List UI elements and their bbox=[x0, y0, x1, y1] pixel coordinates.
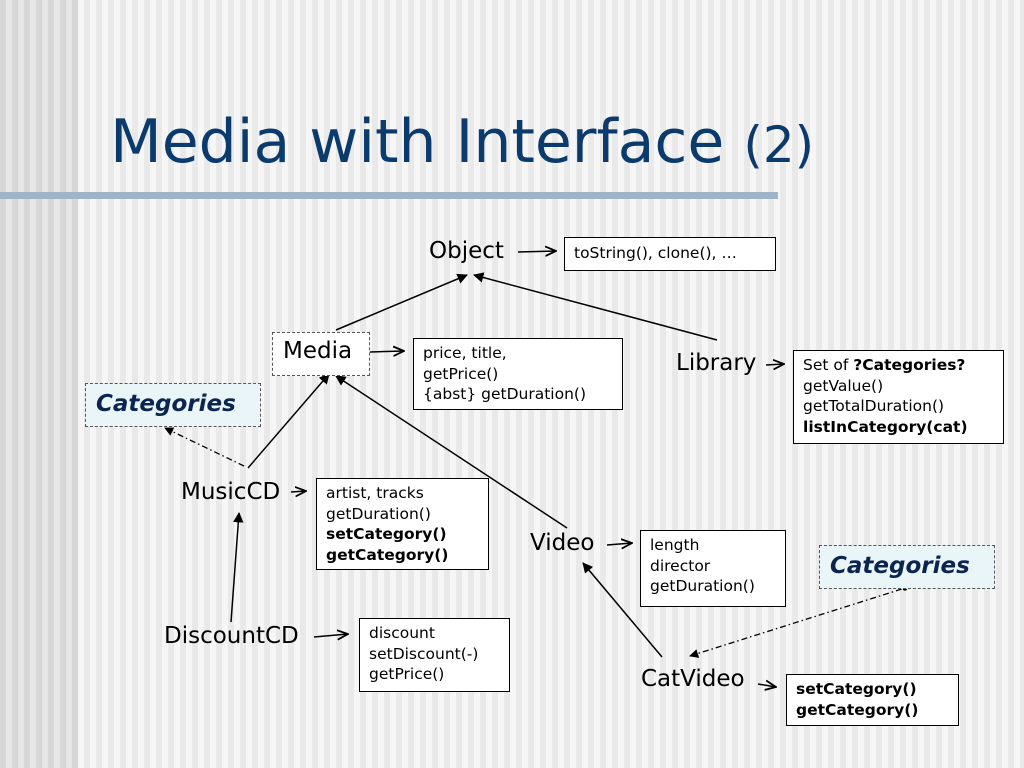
background-stripe bbox=[0, 0, 78, 768]
member-arrow-musiccd bbox=[290, 491, 306, 492]
node-categories-interface-right: Categories bbox=[819, 545, 995, 589]
member-line: length bbox=[650, 536, 700, 554]
members-box-discountcd: discount setDiscount(-) getPrice() bbox=[359, 618, 510, 692]
edge-library-object bbox=[472, 272, 718, 341]
title-rule bbox=[0, 192, 778, 199]
member-line: getCategory() bbox=[796, 700, 919, 719]
member-line: setCategory() bbox=[326, 525, 447, 543]
title-main: Media with Interface bbox=[110, 107, 725, 177]
categories-right-label: Categories bbox=[830, 553, 970, 579]
member-line: listInCategory(cat) bbox=[803, 417, 968, 436]
node-object: Object bbox=[429, 238, 504, 264]
members-box-musiccd: artist, tracks getDuration() setCategory… bbox=[316, 478, 489, 570]
node-media-label: Media bbox=[283, 338, 353, 364]
member-arrow-object bbox=[517, 251, 556, 252]
edge-discountcd-musiccd bbox=[230, 511, 244, 623]
title-sub: (2) bbox=[743, 116, 815, 174]
edge-musiccd-categories bbox=[164, 427, 245, 467]
member-line: getDuration() bbox=[650, 577, 755, 595]
member-line: getValue() bbox=[803, 376, 884, 395]
edge-catvideo-categories bbox=[689, 585, 908, 658]
members-box-object: toString(), clone(), … bbox=[564, 237, 776, 271]
edge-media-object bbox=[335, 273, 468, 331]
member-line: getPrice() bbox=[369, 665, 445, 683]
member-line: setDiscount(-) bbox=[369, 644, 479, 663]
node-discountcd: DiscountCD bbox=[164, 623, 299, 649]
members-box-video: length director getDuration() bbox=[640, 530, 786, 607]
node-musiccd: MusicCD bbox=[181, 479, 281, 505]
member-line: {abst} getDuration() bbox=[423, 385, 587, 403]
members-box-catvideo: setCategory() getCategory() bbox=[786, 674, 959, 726]
member-line: artist, tracks bbox=[326, 484, 424, 502]
node-library: Library bbox=[676, 350, 757, 376]
member-line: Set of ?Categories? bbox=[803, 355, 994, 376]
member-arrow-discountcd bbox=[313, 634, 348, 637]
edge-musiccd-media bbox=[247, 373, 330, 469]
node-media: Media bbox=[272, 332, 370, 376]
member-line: discount bbox=[369, 624, 435, 642]
member-line: director bbox=[650, 556, 711, 575]
edge-video-media bbox=[335, 375, 568, 529]
member-line: getCategory() bbox=[326, 545, 449, 564]
slide-title: Media with Interface (2) bbox=[110, 106, 814, 181]
members-box-media: price, title, getPrice() {abst} getDurat… bbox=[413, 338, 623, 410]
member-line: price, title, bbox=[423, 344, 507, 362]
member-arrow-video bbox=[606, 543, 632, 545]
edge-catvideo-video bbox=[582, 562, 663, 658]
member-line: getDuration() bbox=[326, 504, 431, 523]
member-arrow-library bbox=[765, 364, 784, 365]
member-arrow-catvideo bbox=[757, 684, 776, 687]
node-video: Video bbox=[530, 530, 595, 556]
member-line: setCategory() bbox=[796, 680, 917, 698]
member-line: toString(), clone(), … bbox=[574, 244, 737, 262]
categories-left-label: Categories bbox=[96, 391, 236, 417]
node-catvideo: CatVideo bbox=[641, 666, 745, 692]
member-line: getTotalDuration() bbox=[803, 397, 945, 415]
members-box-library: Set of ?Categories? getValue() getTotalD… bbox=[793, 350, 1004, 444]
node-categories-interface-left: Categories bbox=[85, 383, 261, 427]
member-line: getPrice() bbox=[423, 364, 499, 383]
set-of-prefix: Set of bbox=[803, 356, 854, 374]
categories-placeholder: ?Categories? bbox=[853, 356, 966, 374]
member-arrow-media bbox=[369, 351, 404, 352]
